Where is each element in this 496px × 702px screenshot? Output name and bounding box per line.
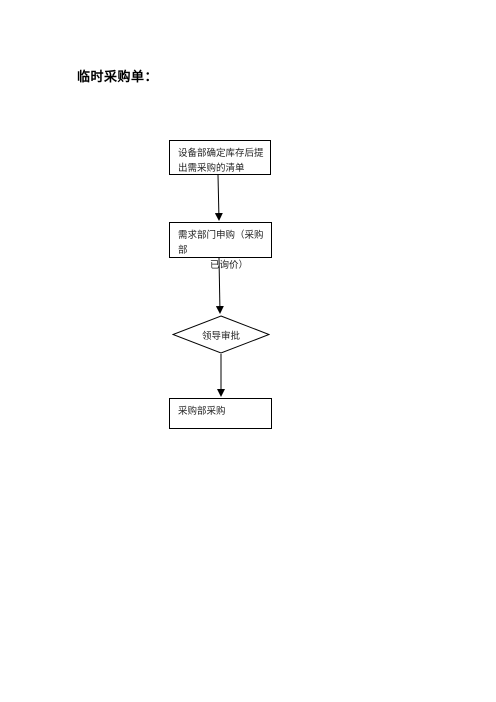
arrow-step1-to-step2 (214, 174, 223, 221)
flow-step-procurement-label: 采购部采购 (178, 406, 226, 417)
flow-step-department-request-line2: 已询价） (210, 260, 249, 271)
arrow-step2-to-decision (215, 257, 224, 314)
flow-step-inventory-request: 设备部确定库存后提出需采购的清单 (169, 140, 271, 175)
flow-decision-approval: 领导审批 (172, 315, 270, 354)
flow-step-procurement: 采购部采购 (169, 398, 272, 429)
flow-step-department-request-line1: 需求部门申购（采购部 (178, 230, 264, 256)
flow-step-inventory-request-label: 设备部确定库存后提出需采购的清单 (178, 148, 264, 174)
decision-diamond-shape (172, 315, 270, 354)
document-title: 临时采购单： (77, 70, 159, 85)
flow-decision-approval-label: 领导审批 (201, 330, 240, 342)
flow-step-department-request: 需求部门申购（采购部 已询价） (169, 222, 272, 271)
